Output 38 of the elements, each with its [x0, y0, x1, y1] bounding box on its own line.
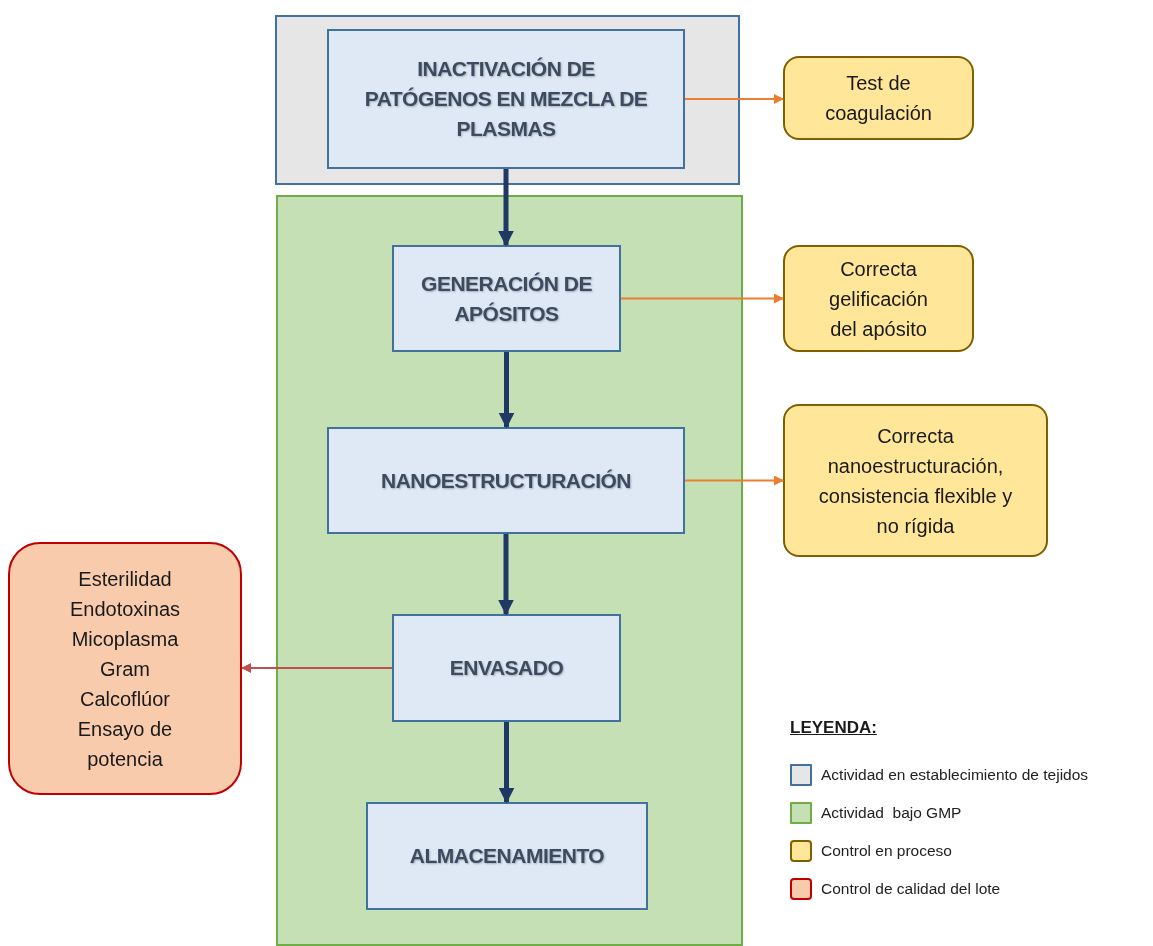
control-box — [783, 245, 974, 352]
control-text: Test de coagulación — [824, 71, 933, 126]
control-box — [783, 404, 1048, 557]
activity-band — [276, 195, 743, 946]
process-label: ALMACENAMIENTO — [409, 843, 605, 869]
arrow — [498, 534, 514, 616]
legend-label: Actividad en establecimiento de tejidos — [821, 766, 1089, 784]
control-text: Micoplasma — [71, 626, 179, 652]
control-text: Esterilidad — [78, 566, 172, 592]
arrow — [241, 663, 393, 673]
arrow — [498, 352, 515, 429]
control-text: Gram — [100, 656, 150, 682]
control-text: Endotoxinas — [69, 596, 181, 622]
legend-label: Actividad bajo GMP — [821, 804, 962, 822]
process-label: INACTIVACIÓN DE PATÓGENOS EN MEZCLA DE PLASMAS — [363, 56, 649, 142]
control-text: Correcta nanoestructuración, consistencia flexible y no rígida — [817, 423, 1014, 539]
control-box — [783, 56, 974, 140]
control-text: Calcoflúor — [79, 686, 170, 712]
arrow — [620, 293, 784, 304]
process-box — [392, 614, 621, 722]
control-text: Ensayo de potencia — [76, 716, 174, 772]
quality-control-box — [8, 542, 242, 795]
process-box — [327, 29, 685, 169]
process-box — [366, 802, 648, 910]
process-label: GENERACIÓN DE APÓSITOS — [420, 270, 593, 327]
arrow — [498, 169, 514, 247]
control-text: Correcta gelificación del apósito — [828, 256, 929, 342]
arrow — [684, 475, 784, 486]
arrow — [498, 722, 515, 804]
activity-band — [275, 15, 740, 185]
process-label: ENVASADO — [449, 655, 564, 681]
legend-label: Control de calidad del lote — [821, 880, 1001, 898]
process-box — [392, 245, 621, 352]
arrow — [684, 94, 784, 104]
process-box — [327, 427, 685, 534]
legend-title: LEYENDA: — [790, 718, 878, 738]
legend-label: Control en proceso — [821, 842, 952, 860]
process-label: NANOESTRUCTURACIÓN — [381, 467, 631, 494]
